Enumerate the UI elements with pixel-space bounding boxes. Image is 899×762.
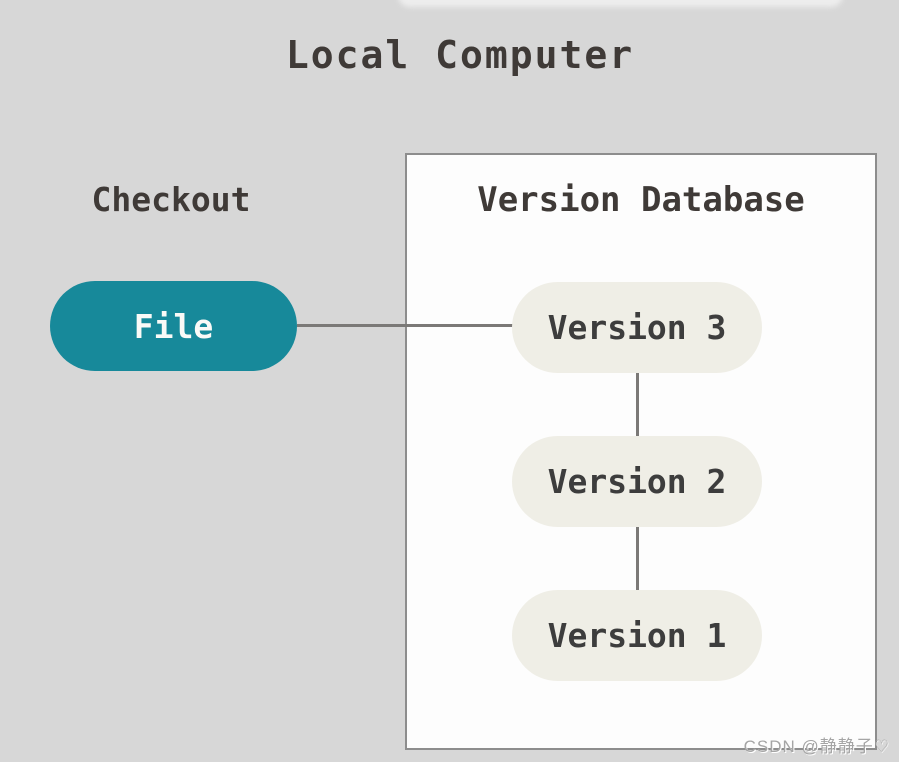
version-1-label: Version 1 xyxy=(547,616,727,655)
page-title: Local Computer xyxy=(285,33,635,77)
edge-version3-to-version2 xyxy=(636,372,639,436)
version-3-node: Version 3 xyxy=(512,282,762,373)
edge-file-to-version3 xyxy=(297,324,514,327)
version-database-title: Version Database xyxy=(477,180,805,220)
csdn-watermark: CSDN @静静子♡ xyxy=(743,737,890,756)
file-node: File xyxy=(50,281,297,371)
top-edge-artifact xyxy=(398,0,843,7)
version-2-label: Version 2 xyxy=(547,462,727,501)
version-1-node: Version 1 xyxy=(512,590,762,681)
version-3-label: Version 3 xyxy=(547,308,727,347)
file-node-label: File xyxy=(133,306,214,346)
edge-version2-to-version1 xyxy=(636,527,639,590)
version-2-node: Version 2 xyxy=(512,436,762,527)
checkout-label: Checkout xyxy=(91,180,251,219)
